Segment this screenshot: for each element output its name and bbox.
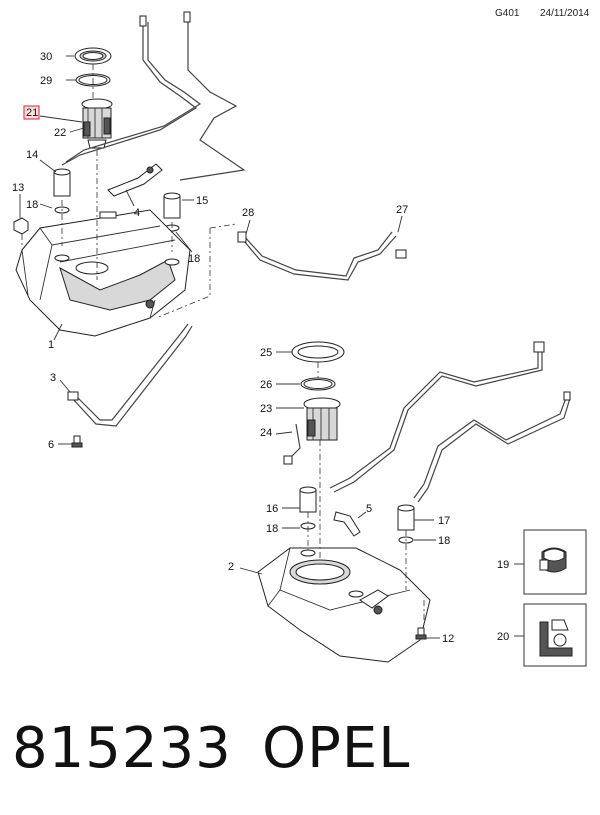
callout-20: 20 [497, 631, 509, 643]
callout-4: 4 [134, 207, 140, 219]
callout-30: 30 [40, 51, 52, 63]
diagram-code: G401 [495, 8, 520, 19]
inset-box-19 [523, 529, 587, 595]
fuel-pump-21 [81, 98, 113, 149]
callout-17: 17 [438, 515, 450, 527]
callout-25: 25 [260, 347, 272, 359]
callout-26: 26 [260, 379, 272, 391]
callout-16: 16 [266, 503, 278, 515]
part-number: 815233 [12, 716, 232, 781]
fuel-pump-23 [303, 397, 341, 441]
callout-27: 27 [396, 204, 408, 216]
callout-14: 14 [26, 149, 38, 161]
callout-23: 23 [260, 403, 272, 415]
sender-unit-14 [53, 168, 71, 214]
strap-3 [67, 323, 193, 427]
callout-3: 3 [50, 372, 56, 384]
callout-18-c: 18 [266, 523, 278, 535]
callout-19: 19 [497, 559, 509, 571]
callout-21-highlight [23, 105, 40, 120]
brand-name: OPEL [262, 716, 411, 781]
callout-18-a: 18 [26, 199, 38, 211]
sender-unit-16 [299, 486, 317, 530]
leader-lines [19, 55, 524, 639]
callout-24: 24 [260, 427, 272, 439]
lower-fuel-lines [329, 341, 571, 503]
sender-unit-17 [397, 504, 415, 544]
callout-18-d: 18 [438, 535, 450, 547]
parts-diagram: 30 29 21 22 14 13 18 15 4 18 28 27 1 3 6… [12, 11, 587, 667]
bolt-12 [415, 627, 427, 640]
fuel-tank-1 [15, 209, 191, 337]
callout-18-b: 18 [188, 253, 200, 265]
callout-13: 13 [12, 182, 24, 194]
callout-6: 6 [48, 439, 54, 451]
upper-fuel-lines [61, 11, 246, 181]
callout-12: 12 [442, 633, 454, 645]
diagram-date: 24/11/2014 [540, 8, 590, 19]
locking-ring-30 [74, 47, 112, 65]
fuel-tank-2 [257, 547, 431, 663]
callout-1: 1 [48, 339, 54, 351]
bracket-5 [333, 511, 361, 537]
nut-13 [13, 217, 29, 235]
retaining-ring-25 [291, 341, 345, 363]
inset-box-20 [523, 603, 587, 667]
callout-labels: 30 29 21 22 14 13 18 15 4 18 28 27 1 3 6… [12, 51, 509, 645]
wiring-harness-24 [283, 423, 301, 465]
callout-22: 22 [54, 127, 66, 139]
callout-5: 5 [366, 503, 372, 515]
breather-pipe-27-28 [237, 231, 407, 281]
callout-28: 28 [242, 207, 254, 219]
bracket-4 [107, 163, 163, 197]
callout-29: 29 [40, 75, 52, 87]
callout-15: 15 [196, 195, 208, 207]
callout-21: 21 [26, 107, 38, 119]
bolt-6 [71, 435, 83, 448]
seal-ring-26 [300, 377, 336, 391]
callout-2: 2 [228, 561, 234, 573]
